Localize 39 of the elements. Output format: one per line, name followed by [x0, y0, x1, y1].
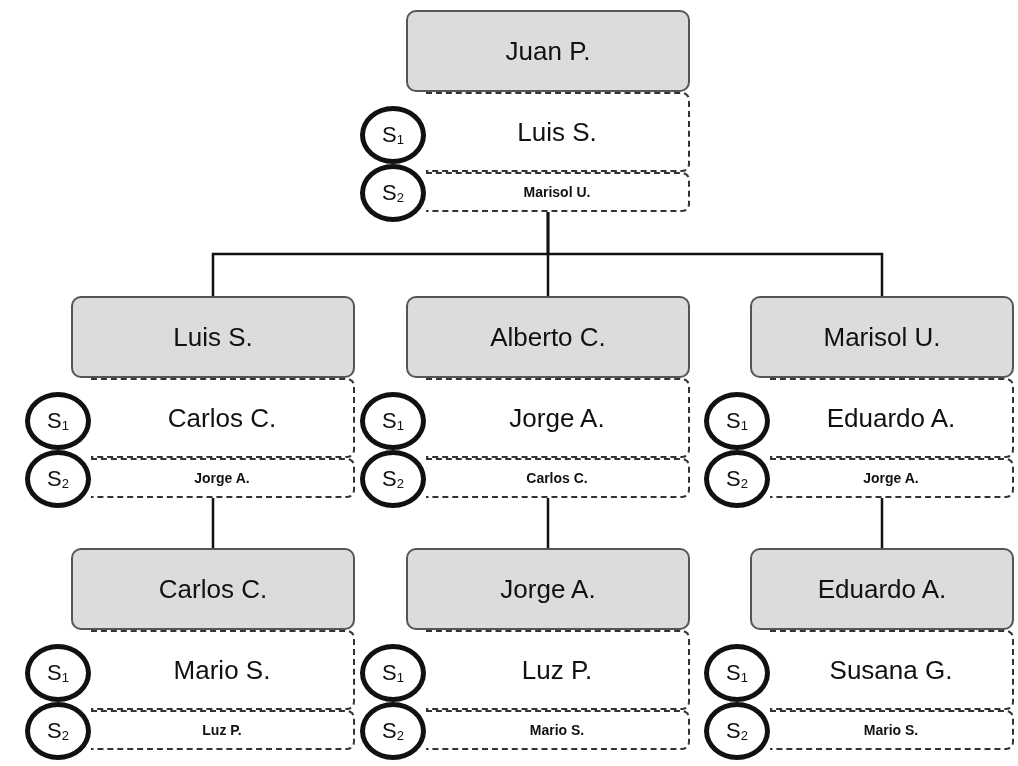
slot-circle: S$_{1}$	[25, 392, 91, 450]
connector-line	[546, 498, 550, 548]
slot-circle: S$_{1}$	[25, 644, 91, 702]
substitute-row: Carlos C.	[426, 458, 690, 498]
slot-circle: S$_{2}$	[704, 450, 770, 508]
name-box: Jorge A.	[406, 548, 690, 630]
substitute-row: Mario S.	[426, 710, 690, 750]
slot-circle: S$_{1}$	[360, 392, 426, 450]
slot-circle: S$_{2}$	[704, 702, 770, 760]
slot-circle: S$_{1}$	[704, 644, 770, 702]
substitute-row: Marisol U.	[426, 172, 690, 212]
name-box: Eduardo A.	[750, 548, 1014, 630]
substitute-row: Jorge A.	[91, 458, 355, 498]
name-box: Marisol U.	[750, 296, 1014, 378]
name-box: Carlos C.	[71, 548, 355, 630]
slot-circle: S$_{1}$	[704, 392, 770, 450]
name-box: Luis S.	[71, 296, 355, 378]
slot-circle: S$_{1}$	[360, 644, 426, 702]
connector-line	[211, 498, 215, 548]
substitute-row: Susana G.	[770, 630, 1014, 710]
slot-circle: S$_{1}$	[360, 106, 426, 164]
substitute-row: Mario S.	[91, 630, 355, 710]
slot-circle: S$_{2}$	[25, 702, 91, 760]
substitute-row: Jorge A.	[770, 458, 1014, 498]
slot-circle: S$_{2}$	[360, 450, 426, 508]
connector-line	[546, 212, 884, 296]
substitute-row: Mario S.	[770, 710, 1014, 750]
name-box: Juan P.	[406, 10, 690, 92]
slot-circle: S$_{2}$	[25, 450, 91, 508]
name-box: Alberto C.	[406, 296, 690, 378]
slot-circle: S$_{2}$	[360, 164, 426, 222]
substitute-row: Jorge A.	[426, 378, 690, 458]
substitute-row: Luz P.	[91, 710, 355, 750]
slot-circle: S$_{2}$	[360, 702, 426, 760]
substitute-row: Luz P.	[426, 630, 690, 710]
connector-line	[880, 498, 884, 548]
substitute-row: Luis S.	[426, 92, 690, 172]
substitute-row: Carlos C.	[91, 378, 355, 458]
substitute-row: Eduardo A.	[770, 378, 1014, 458]
